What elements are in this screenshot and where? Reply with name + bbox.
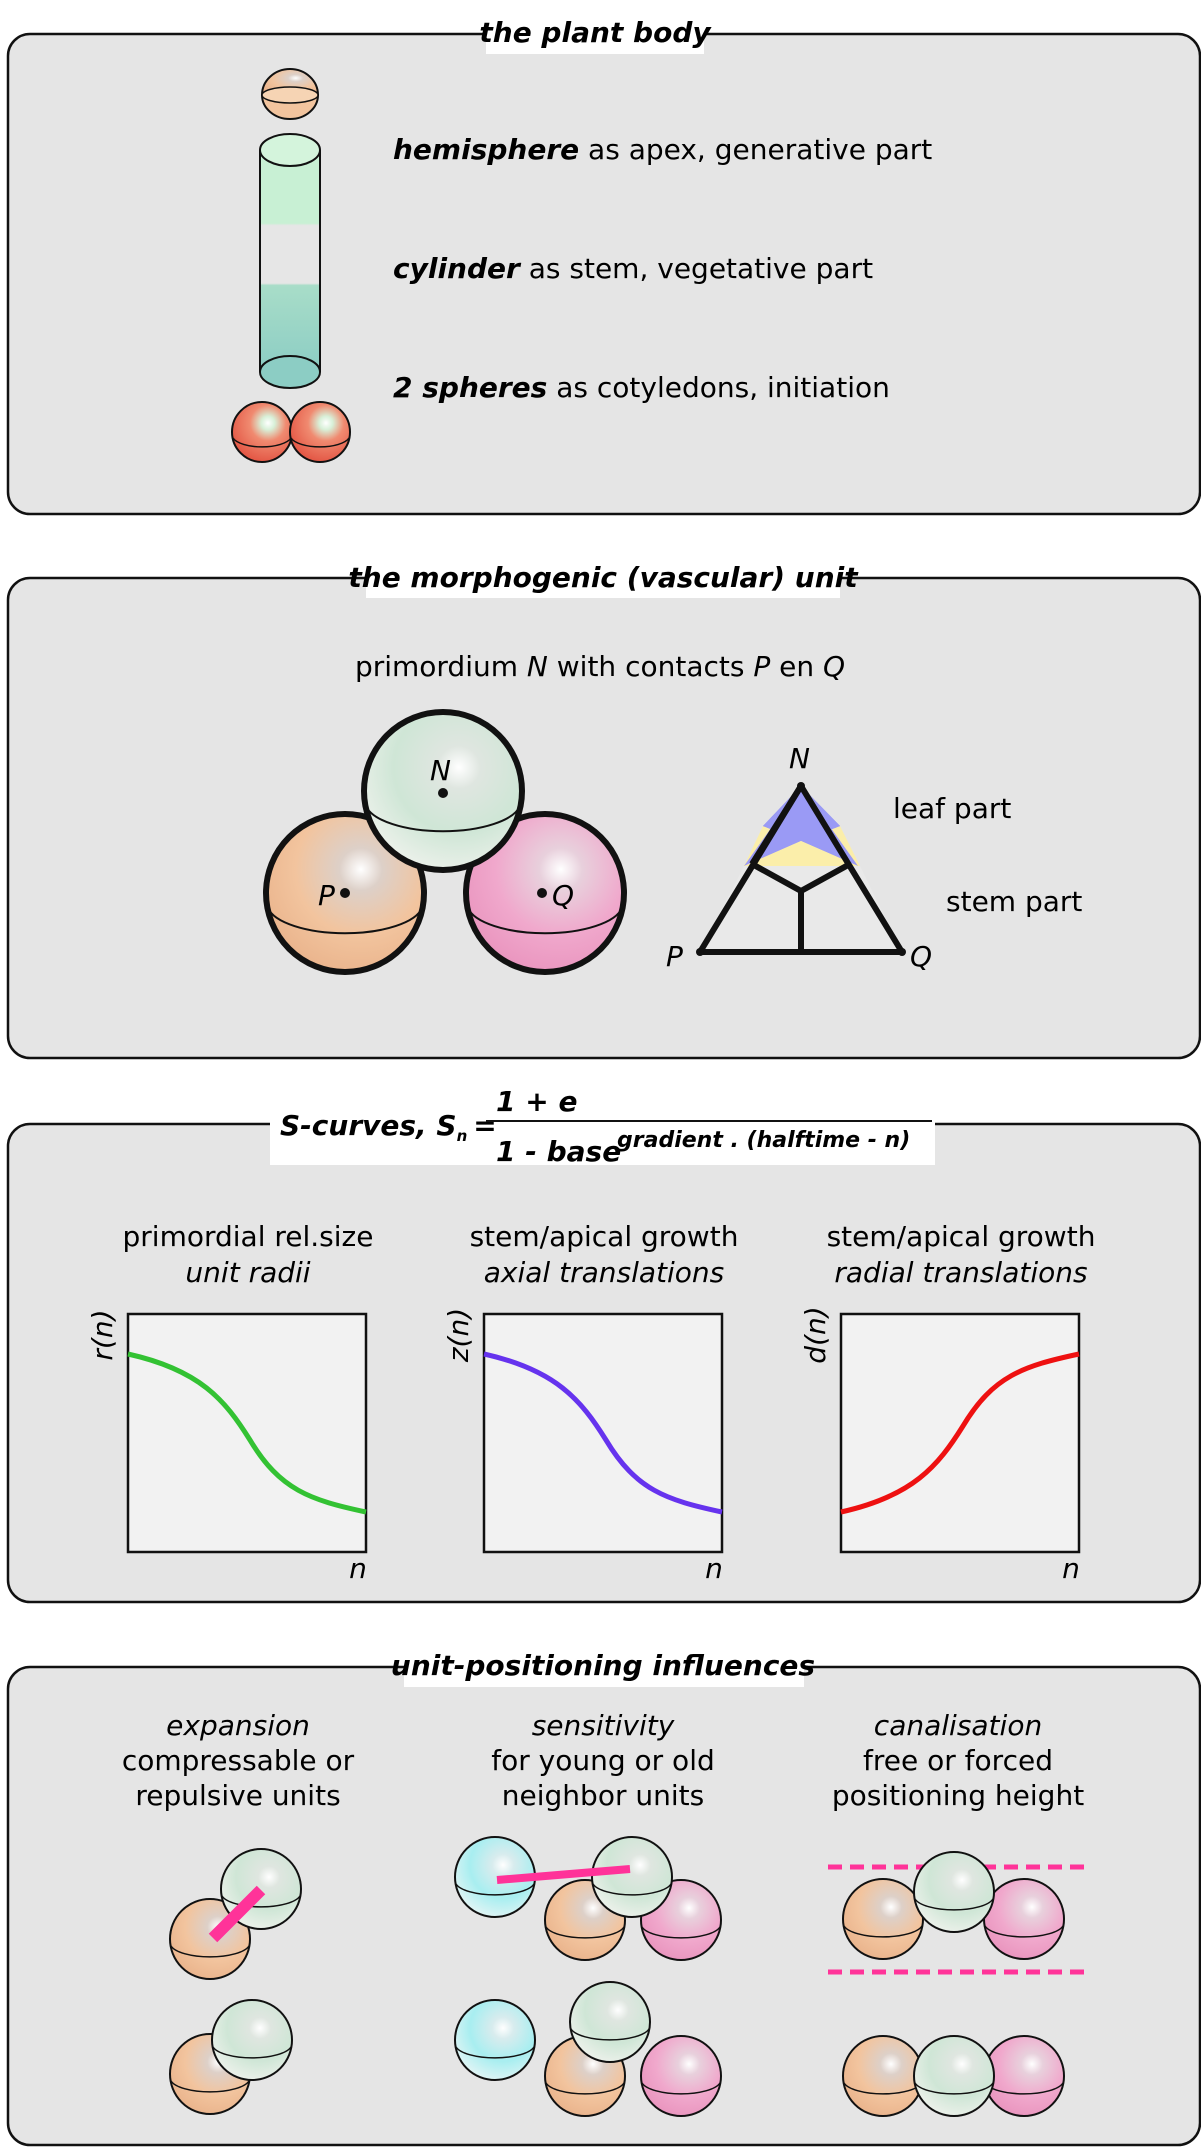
unit-triangle: N P Q [666,742,932,973]
formula-numerator: 1 + e [496,1085,577,1118]
column-canalisation: canalisation free or forced positioning … [828,1709,1092,2117]
row-spheres: 2 spheres as cotyledons, initiation [393,371,890,404]
plot-subheading: unit radii [185,1256,310,1289]
panel-morphogenic-unit: the morphogenic (vascular) unit primordi… [6,558,1201,1060]
plot-unit-radii: primordial rel.size unit radii r(n) n [86,1220,373,1585]
hemisphere-shape [260,68,320,120]
panel-title: the morphogenic (vascular) unit [348,561,859,594]
plot-radial-translations: stem/apical growth radial translations d… [799,1220,1095,1585]
panel-unit-positioning: unit-positioning influences expansion co… [6,1647,1201,2147]
leaf-part-label: leaf part [893,792,1011,825]
column-sensitivity: sensitivity for young or old neighbor un… [454,1709,722,2117]
cylinder-shape [259,133,321,389]
y-axis-label: z(n) [442,1308,475,1363]
column-heading: sensitivity [532,1709,675,1742]
y-axis-label: d(n) [799,1306,832,1363]
plot-heading: stem/apical growth [470,1220,739,1253]
row-cylinder: cylinder as stem, vegetative part [393,252,873,285]
series-line [483,1351,723,1515]
tri-label-p: P [666,940,683,973]
x-axis-label: n [349,1552,367,1585]
cotyledon-spheres [231,401,351,463]
panel-title: unit-positioning influences [391,1649,815,1682]
column-line1: free or forced [863,1744,1053,1777]
tri-label-n: N [789,742,810,775]
plot-axial-translations: stem/apical growth axial translations z(… [442,1220,738,1585]
series-line [840,1351,1080,1515]
plot-heading: primordial rel.size [123,1220,374,1253]
panel-plant-body: the plant body hemisphere as apex, gener… [6,14,1201,516]
column-line2: neighbor units [502,1779,704,1812]
stem-part-label: stem part [946,885,1082,918]
column-heading: expansion [166,1709,310,1742]
plot-subheading: axial translations [484,1256,725,1289]
panel-title: the plant body [479,16,712,49]
label-q: Q [552,879,574,912]
column-heading: canalisation [874,1709,1042,1742]
column-line1: for young or old [491,1744,715,1777]
sphere-n: N [361,709,525,873]
label-p: P [318,879,335,912]
y-axis-label: r(n) [86,1309,119,1360]
plot-subheading: radial translations [834,1256,1087,1289]
column-expansion: expansion compressable or repulsive unit… [122,1709,355,2115]
x-axis-label: n [705,1552,723,1585]
formula-exponent: gradient . (halftime - n) [617,1128,910,1153]
column-line2: repulsive units [135,1779,340,1812]
s-curve-formula: S-curves, Sn= 1 + e 1 - base gradient . … [280,1085,932,1168]
series-line [127,1351,367,1515]
label-n: N [430,754,451,787]
primordium-caption: primordium N with contacts P en Q [355,650,845,683]
formula-denominator: 1 - base [496,1135,621,1168]
row-hemisphere: hemisphere as apex, generative part [393,133,932,166]
plot-heading: stem/apical growth [827,1220,1096,1253]
column-line1: compressable or [122,1744,355,1777]
x-axis-label: n [1062,1552,1080,1585]
sphere-q: Q [463,811,627,975]
column-line2: positioning height [832,1779,1084,1812]
formula-lhs: S-curves, Sn= [280,1109,497,1145]
sphere-p: P [263,811,427,975]
panel-s-curves: S-curves, Sn= 1 + e 1 - base gradient . … [6,1085,1201,1604]
tri-label-q: Q [910,940,932,973]
